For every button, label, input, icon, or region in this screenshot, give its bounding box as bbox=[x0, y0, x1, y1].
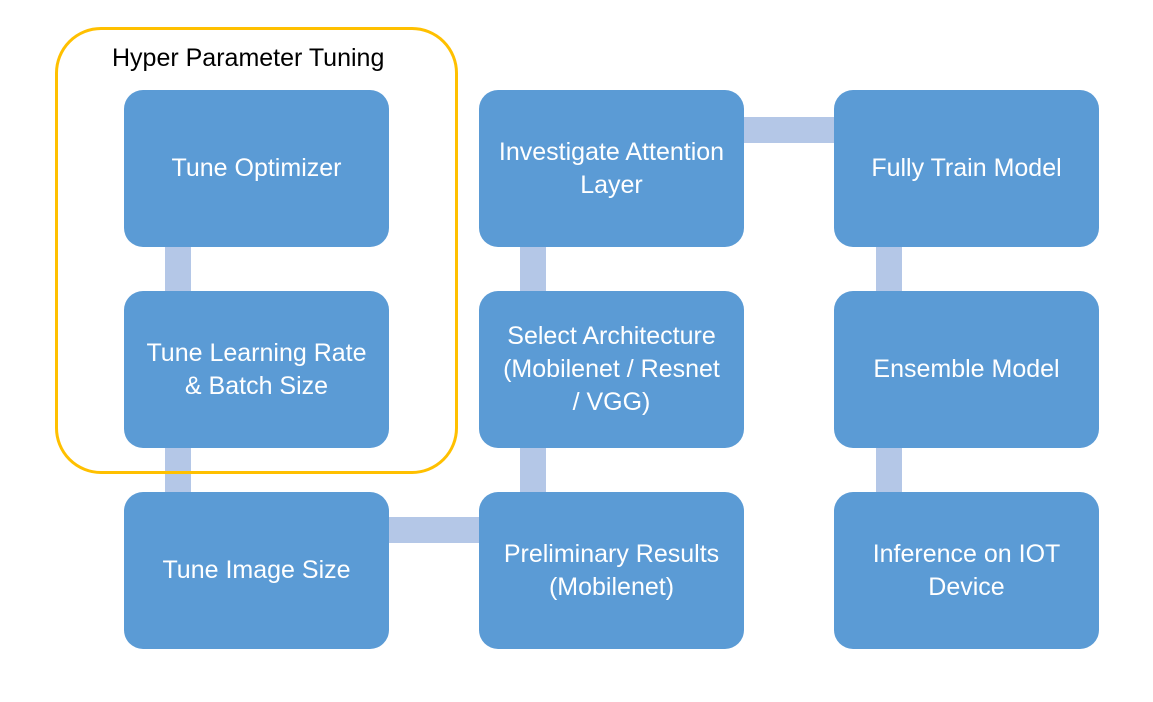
connector-investigate-attention-layer-to-fully-train-model bbox=[744, 117, 835, 143]
connector-tune-learning-rate-to-tune-image-size bbox=[165, 448, 191, 493]
node-label: Fully Train Model bbox=[871, 154, 1062, 182]
node-ensemble-model: Ensemble Model bbox=[834, 291, 1099, 448]
node-label: Ensemble Model bbox=[873, 355, 1060, 383]
node-label: Tune Learning Rate & Batch Size bbox=[146, 338, 367, 400]
connector-select-architecture-to-investigate-attention-layer bbox=[520, 246, 546, 291]
node-preliminary-results: Preliminary Results (Mobilenet) bbox=[479, 492, 744, 649]
connector-tune-optimizer-to-tune-learning-rate bbox=[165, 246, 191, 291]
node-label: Inference on IOT Device bbox=[872, 539, 1061, 601]
connector-tune-image-size-to-preliminary-results bbox=[389, 517, 480, 543]
node-tune-optimizer: Tune Optimizer bbox=[124, 90, 389, 247]
node-investigate-attention-layer: Investigate Attention Layer bbox=[479, 90, 744, 247]
node-select-architecture: Select Architecture (Mobilenet / Resnet … bbox=[479, 291, 744, 448]
node-label: Tune Image Size bbox=[162, 556, 351, 584]
node-fully-train-model: Fully Train Model bbox=[834, 90, 1099, 247]
node-inference-on-iot-device: Inference on IOT Device bbox=[834, 492, 1099, 649]
connector-ensemble-model-to-inference-on-iot-device bbox=[876, 448, 902, 493]
node-label: Select Architecture (Mobilenet / Resnet … bbox=[503, 322, 720, 416]
node-label: Tune Optimizer bbox=[171, 154, 342, 182]
node-label: Preliminary Results (Mobilenet) bbox=[503, 539, 720, 601]
node-tune-learning-rate-batch-size: Tune Learning Rate & Batch Size bbox=[124, 291, 389, 448]
group-title: Hyper Parameter Tuning bbox=[112, 44, 385, 72]
connector-preliminary-results-to-select-architecture bbox=[520, 448, 546, 493]
node-tune-image-size: Tune Image Size bbox=[124, 492, 389, 649]
connector-fully-train-model-to-ensemble-model bbox=[876, 246, 902, 291]
node-label: Investigate Attention Layer bbox=[498, 137, 725, 199]
